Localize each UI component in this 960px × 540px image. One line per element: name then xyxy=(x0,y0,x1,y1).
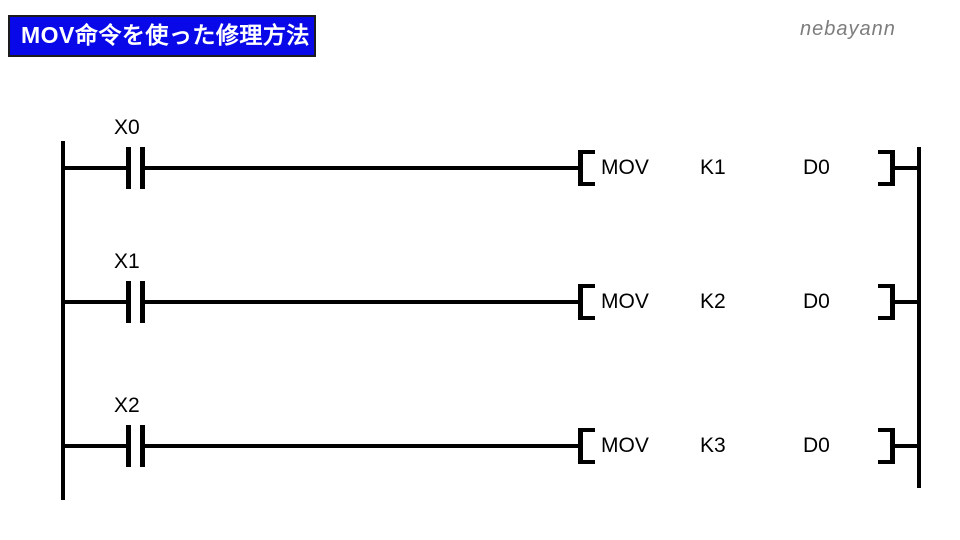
wire-segment xyxy=(894,166,921,170)
wire-segment xyxy=(61,300,126,304)
contact-label: X1 xyxy=(114,250,140,273)
open-bracket-icon xyxy=(578,284,595,320)
wire-segment xyxy=(61,444,126,448)
wire-segment xyxy=(894,300,921,304)
ladder-rung: X2 MOV K3 D0 xyxy=(0,386,960,506)
instruction-mnemonic: MOV xyxy=(601,434,649,457)
contact-icon xyxy=(140,425,145,467)
open-bracket-icon xyxy=(578,150,595,186)
contact-icon xyxy=(126,281,131,323)
contact-label: X2 xyxy=(114,394,140,417)
watermark: nebayann xyxy=(800,18,896,40)
instruction-source-operand: K3 xyxy=(700,434,726,457)
close-bracket-icon xyxy=(878,150,895,186)
contact-icon xyxy=(140,147,145,189)
wire-segment xyxy=(145,166,578,170)
open-bracket-icon xyxy=(578,428,595,464)
contact-icon xyxy=(126,147,131,189)
instruction-mnemonic: MOV xyxy=(601,290,649,313)
instruction-mnemonic: MOV xyxy=(601,156,649,179)
right-power-rail xyxy=(917,147,921,488)
instruction-destination-operand: D0 xyxy=(803,290,830,313)
instruction-source-operand: K1 xyxy=(700,156,726,179)
ladder-rung: X1 MOV K2 D0 xyxy=(0,242,960,362)
instruction-source-operand: K2 xyxy=(700,290,726,313)
wire-segment xyxy=(61,166,126,170)
ladder-rung: X0 MOV K1 D0 xyxy=(0,108,960,228)
instruction-destination-operand: D0 xyxy=(803,434,830,457)
contact-icon xyxy=(140,281,145,323)
contact-label: X0 xyxy=(114,116,140,139)
left-power-rail xyxy=(61,141,65,500)
wire-segment xyxy=(894,444,921,448)
instruction-destination-operand: D0 xyxy=(803,156,830,179)
contact-icon xyxy=(126,425,131,467)
wire-segment xyxy=(145,300,578,304)
page-title: MOV命令を使った修理方法 xyxy=(8,15,316,57)
close-bracket-icon xyxy=(878,284,895,320)
wire-segment xyxy=(145,444,578,448)
close-bracket-icon xyxy=(878,428,895,464)
